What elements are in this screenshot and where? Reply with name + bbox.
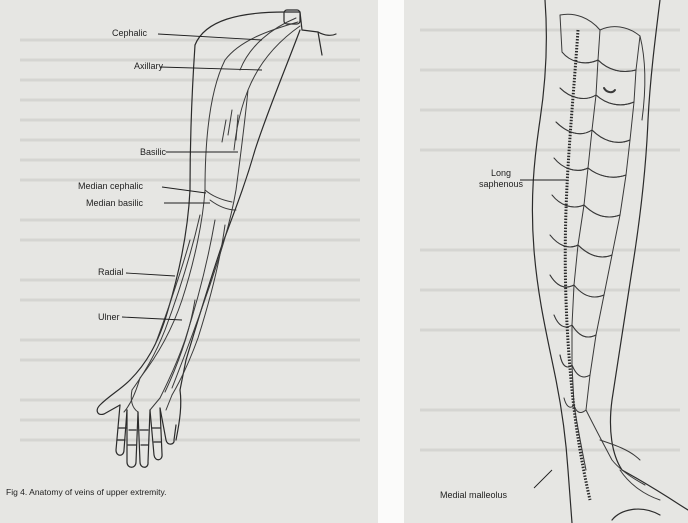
label-medial-malleolus: Medial malleolus xyxy=(440,490,507,501)
arm-leader-lines xyxy=(122,34,262,320)
label-basilic: Basilic xyxy=(140,147,166,158)
figure-caption: Fig 4. Anatomy of veins of upper extremi… xyxy=(6,487,166,497)
leg-vein-network xyxy=(550,14,660,500)
label-radial: Radial xyxy=(98,267,124,278)
label-cephalic: Cephalic xyxy=(112,28,147,39)
label-median-basilic: Median basilic xyxy=(86,198,143,209)
background-text-texture xyxy=(20,30,680,450)
label-ulnar: Ulner xyxy=(98,312,120,323)
label-median-cephalic: Median cephalic xyxy=(78,181,143,192)
long-saphenous-vein xyxy=(565,30,590,500)
label-long-saphenous-line2: saphenous xyxy=(470,179,532,190)
label-long-saphenous-line1: Long xyxy=(470,168,532,179)
leg-leader-lines xyxy=(520,180,566,488)
label-long-saphenous: Long saphenous xyxy=(470,168,532,190)
label-axillary: Axillary xyxy=(134,61,163,72)
